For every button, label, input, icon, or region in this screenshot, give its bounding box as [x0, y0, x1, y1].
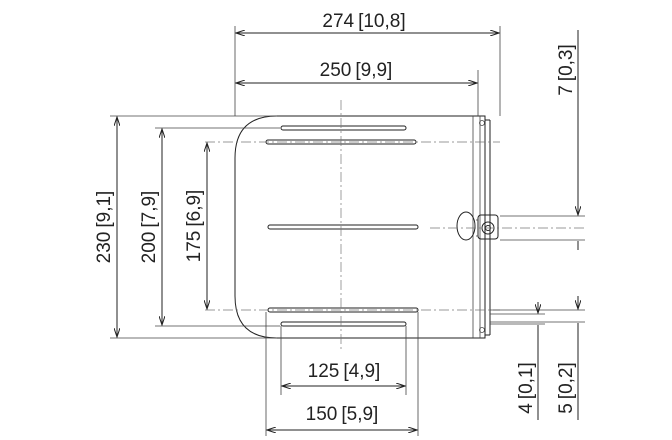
slot-top-1: [280, 125, 407, 131]
slot-bottom-2: [280, 321, 407, 327]
svg-text:274[10,8]: 274[10,8]: [322, 11, 405, 32]
dimension-offset-7: 7[0,3]: [500, 30, 585, 250]
dimension-height-overall: 230[9,1]: [94, 115, 277, 339]
dimension-height-175: 175[6,9]: [184, 143, 207, 309]
svg-text:200[7,9]: 200[7,9]: [139, 191, 160, 264]
slot-middle: [267, 224, 419, 230]
svg-text:7[0,3]: 7[0,3]: [556, 44, 577, 96]
svg-text:5[0,2]: 5[0,2]: [556, 362, 577, 414]
svg-text:250[9,9]: 250[9,9]: [320, 60, 393, 81]
center-lines: [205, 100, 585, 350]
slot-group: [265, 125, 419, 327]
dimension-width-150: 150[5,9]: [265, 312, 419, 436]
svg-text:175[6,9]: 175[6,9]: [184, 190, 205, 263]
dimension-width-overall: 274[10,8]: [234, 11, 501, 116]
dimension-width-125: 125[4,9]: [280, 326, 407, 395]
dimension-offset-4: 4[0,1]: [490, 302, 545, 420]
svg-text:150[5,9]: 150[5,9]: [306, 404, 379, 425]
dimension-width-plate: 250[9,9]: [236, 60, 479, 116]
svg-text:230[9,1]: 230[9,1]: [94, 191, 115, 264]
knob-clamp: [456, 211, 499, 241]
dimension-height-200: 200[7,9]: [139, 127, 280, 327]
svg-text:4[0,1]: 4[0,1]: [516, 362, 537, 414]
svg-text:125[4,9]: 125[4,9]: [308, 361, 381, 382]
